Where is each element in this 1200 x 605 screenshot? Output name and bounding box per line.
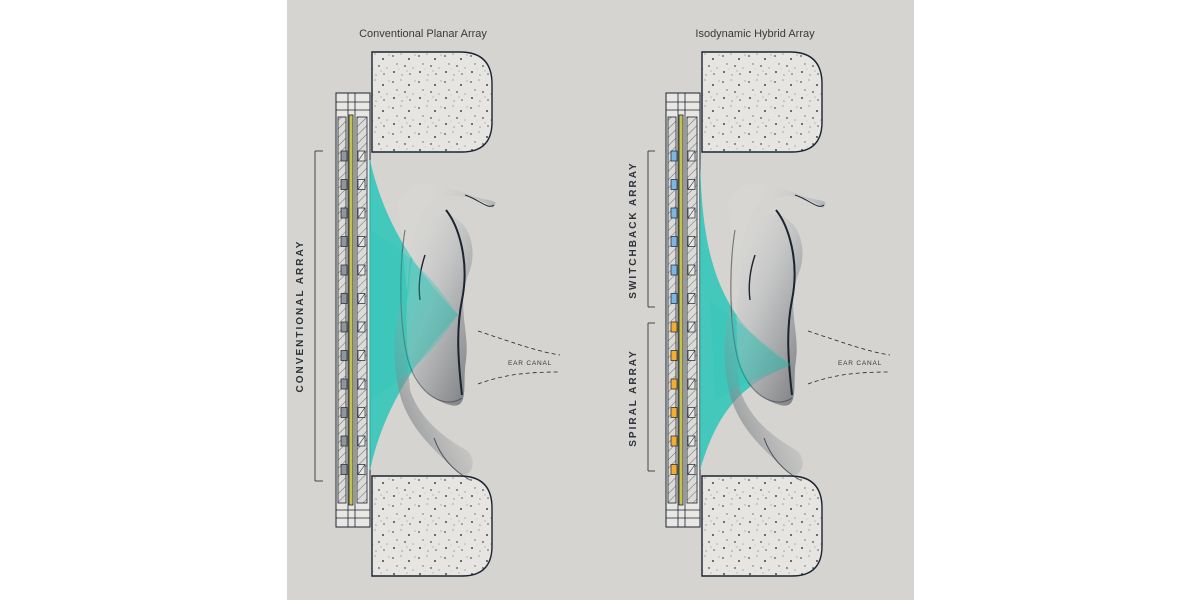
magnet-outer (670, 236, 678, 247)
magnet-outer (340, 293, 348, 304)
right-panel-title: Isodynamic Hybrid Array (695, 28, 815, 40)
magnet-outer (340, 179, 348, 190)
right-ear-canal-label: EAR CANAL (838, 360, 882, 367)
conventional-magnets (340, 150, 366, 475)
switchback-array-bracket (647, 150, 655, 308)
magnet-outer (670, 321, 678, 333)
magnet-outer (670, 150, 678, 162)
left-ear-canal-label: EAR CANAL (508, 360, 552, 367)
spiral-array-bracket (647, 322, 655, 472)
magnet-outer (340, 407, 348, 418)
ear-pad-bottom-right (701, 475, 823, 577)
magnet-outer (340, 150, 348, 162)
magnet-outer (670, 264, 678, 276)
conventional-array-label: CONVENTIONAL ARRAY (295, 240, 306, 393)
ear-pad-top (371, 51, 493, 153)
diaphragm-right (678, 114, 684, 506)
right-panel: Isodynamic Hybrid Array (628, 28, 891, 577)
magnet-outer (670, 293, 678, 304)
magnet-outer (340, 378, 348, 390)
magnet-outer (340, 321, 348, 333)
ear-canal: EAR CANAL (477, 330, 561, 385)
sound-wave-beam-right (700, 158, 792, 470)
ear-pad-top-right (701, 51, 823, 153)
conventional-array-bracket (314, 150, 323, 482)
magnet-outer (670, 350, 678, 361)
magnet-outer (340, 207, 348, 219)
sound-wave-overlay (370, 230, 458, 400)
magnet-outer (670, 179, 678, 190)
magnet-outer (670, 207, 678, 219)
driver-housing (335, 92, 371, 528)
left-panel: Conventional Planar Array (295, 28, 561, 577)
magnet-outer (670, 407, 678, 418)
sound-wave-overlay-right (710, 300, 792, 400)
magnet-outer (340, 264, 348, 276)
magnet-outer (670, 464, 678, 475)
left-panel-title: Conventional Planar Array (359, 28, 487, 40)
spiral-array-label: SPIRAL ARRAY (628, 349, 639, 447)
magnet-outer (340, 435, 348, 447)
switchback-array-label: SWITCHBACK ARRAY (628, 161, 639, 298)
ear-pad-bottom (371, 475, 493, 577)
magnet-outer (340, 350, 348, 361)
magnet-outer (670, 378, 678, 390)
hybrid-magnets (670, 150, 696, 475)
magnet-outer (670, 435, 678, 447)
ear-canal-right: EAR CANAL (807, 330, 891, 385)
driver-housing-right (665, 92, 701, 528)
magnet-outer (340, 236, 348, 247)
diaphragm (348, 114, 354, 506)
magnet-outer (340, 464, 348, 475)
